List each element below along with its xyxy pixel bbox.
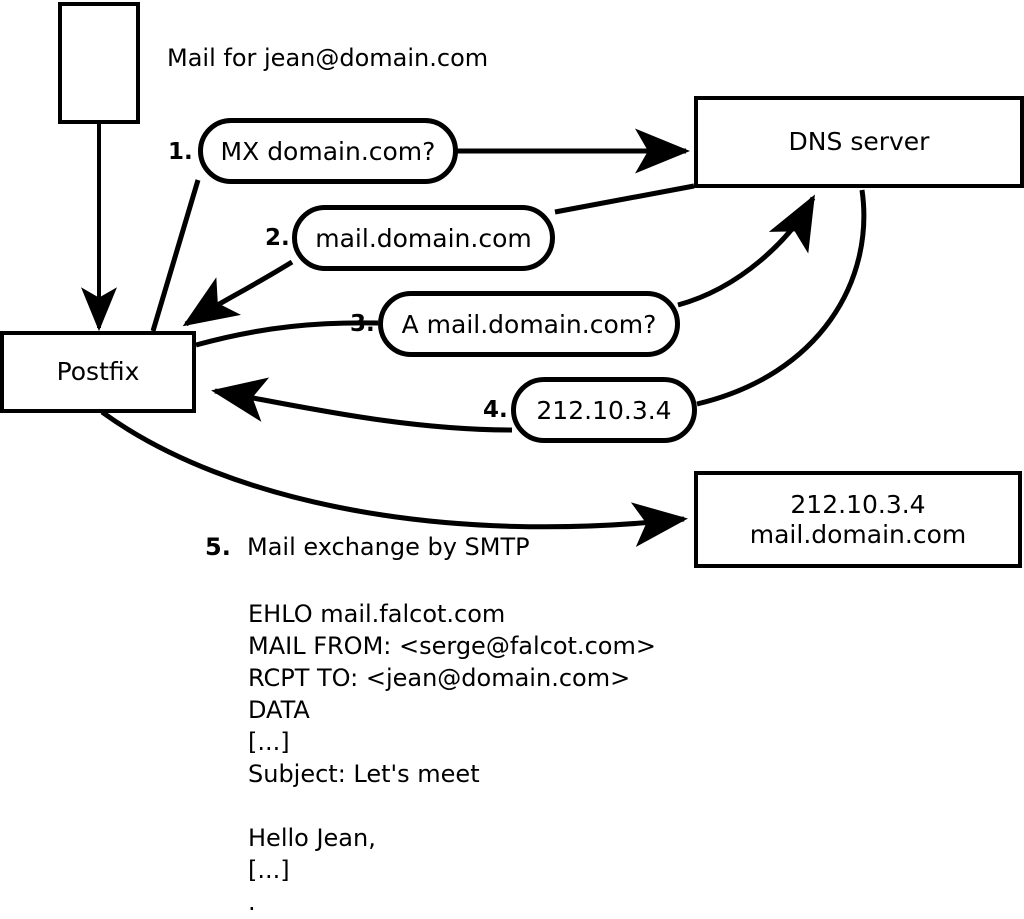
node-postfix[interactable]: Postfix xyxy=(0,331,196,413)
step-number-4: 4. xyxy=(483,397,508,423)
smtp-transcript: EHLO mail.falcot.com MAIL FROM: <serge@f… xyxy=(248,600,656,916)
step-number-3: 3. xyxy=(350,311,375,337)
connector-step2-to-postfix xyxy=(182,259,294,327)
node-dns-server[interactable]: DNS server xyxy=(694,96,1024,188)
step-number-5: 5. xyxy=(205,533,231,561)
node-postfix-label: Postfix xyxy=(56,357,140,386)
step-bubble-2[interactable]: mail.domain.com xyxy=(292,205,555,271)
step-bubble-4[interactable]: 212.10.3.4 xyxy=(511,377,697,443)
connector-dns-to-step2 xyxy=(554,183,695,215)
node-mail-server-ip: 212.10.3.4 xyxy=(790,489,926,519)
connector-step3-to-dns xyxy=(677,194,816,308)
connector-postfix-to-step3 xyxy=(195,320,379,348)
connector-postfix-to-step1 xyxy=(150,179,201,332)
step-number-2: 2. xyxy=(265,225,290,251)
step-bubble-4-label: 212.10.3.4 xyxy=(536,395,672,425)
step-bubble-2-label: mail.domain.com xyxy=(315,223,532,253)
node-mail-server-hostname: mail.domain.com xyxy=(749,519,967,549)
step-bubble-3-label: A mail.domain.com? xyxy=(401,309,657,339)
step-bubble-1-label: MX domain.com? xyxy=(220,136,436,166)
connector-dns-to-step4 xyxy=(696,189,867,407)
node-mail-server[interactable]: 212.10.3.4 mail.domain.com xyxy=(694,471,1022,568)
step-number-1: 1. xyxy=(168,139,193,165)
mail-for-label: Mail for jean@domain.com xyxy=(167,44,489,72)
step-bubble-3[interactable]: A mail.domain.com? xyxy=(378,291,680,357)
step5-label: Mail exchange by SMTP xyxy=(247,533,530,561)
connector-postfix-to-mailserver xyxy=(100,409,688,547)
connector-step4-to-postfix xyxy=(211,377,513,433)
step-bubble-1[interactable]: MX domain.com? xyxy=(198,118,458,184)
node-dns-server-label: DNS server xyxy=(788,127,930,156)
node-mail-client[interactable] xyxy=(58,2,140,124)
